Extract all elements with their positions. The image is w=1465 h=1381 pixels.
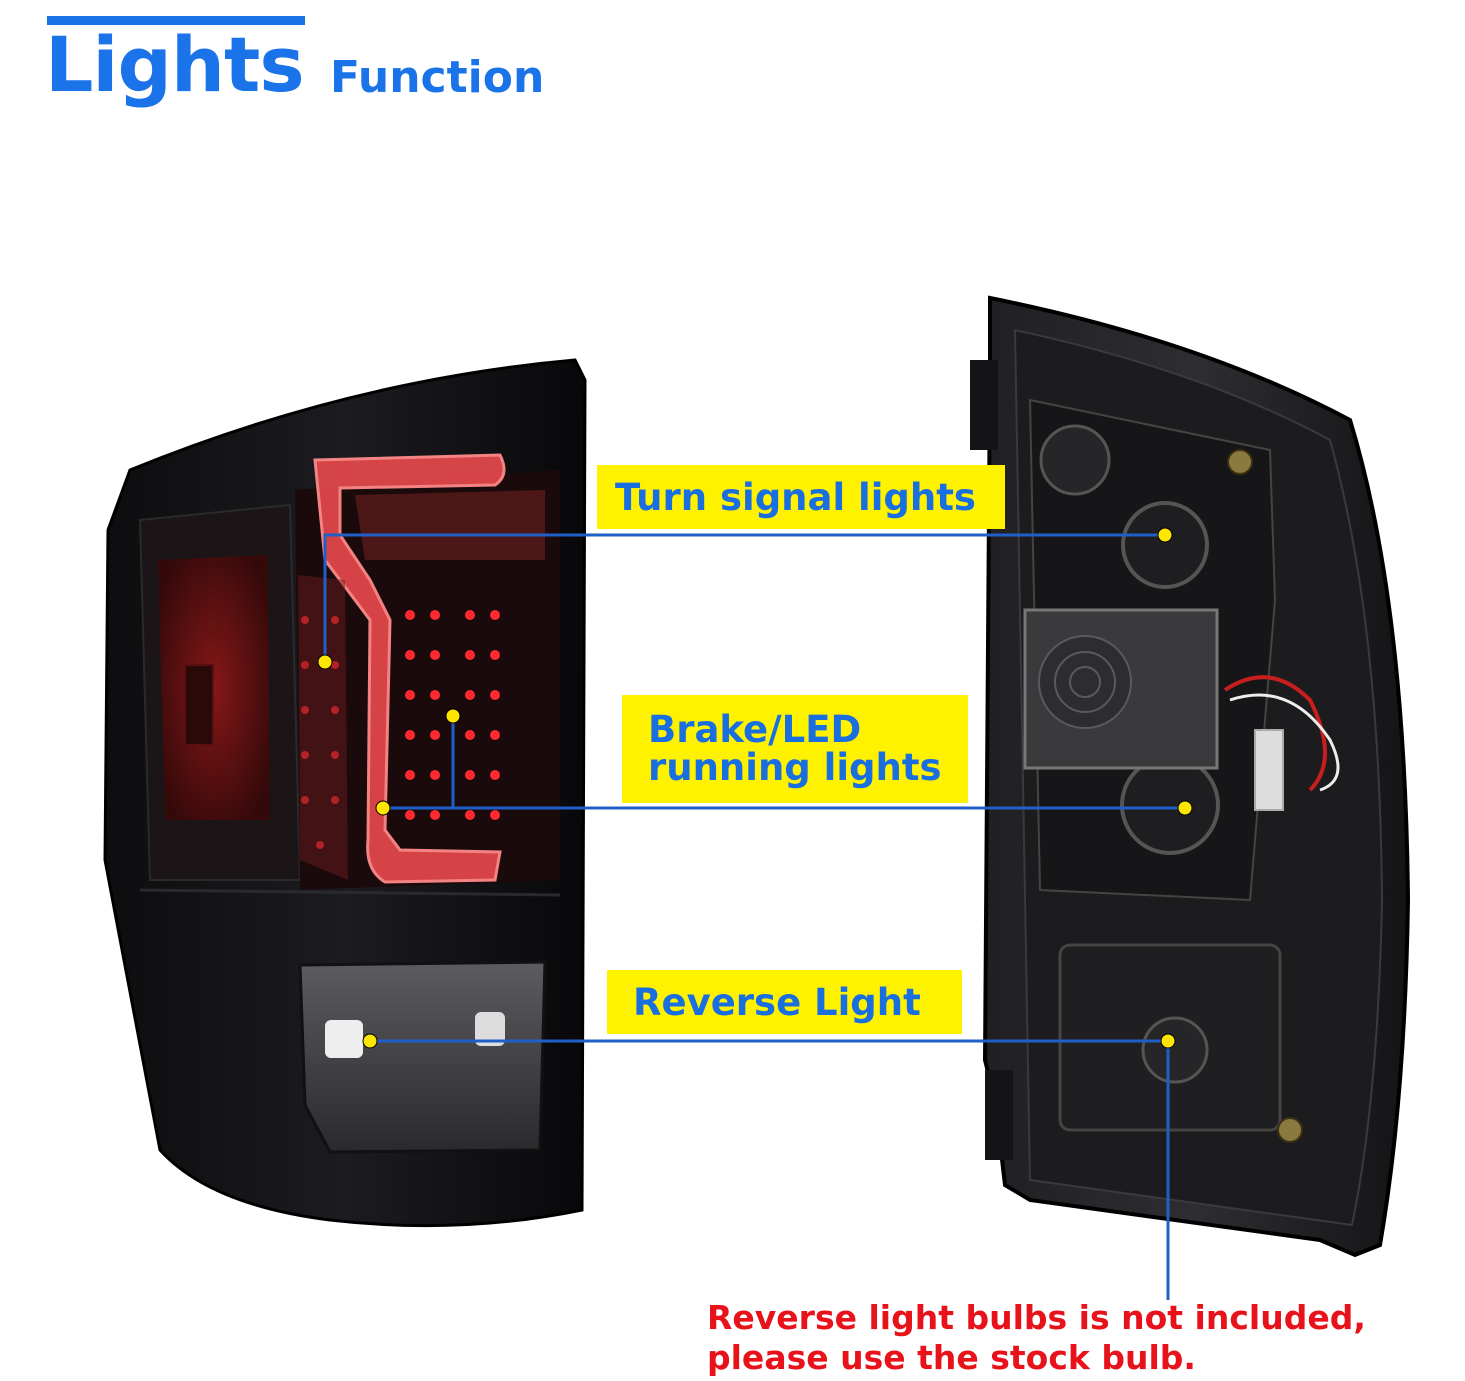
title-underline-bar <box>47 16 305 25</box>
brake-label-line1: Brake/LED <box>648 708 862 751</box>
bulb-note: Reverse light bulbs is not included, ple… <box>707 1298 1457 1378</box>
turn-signal-text: Turn signal lights <box>615 475 976 519</box>
bulb-note-line1: Reverse light bulbs is not included, <box>707 1298 1366 1337</box>
brake-label-line2: running lights <box>648 746 942 789</box>
page-subtitle: Function <box>330 52 545 103</box>
turn-signal-label: Turn signal lights <box>597 465 1005 529</box>
rear-housing-view <box>970 295 1411 1258</box>
brake-running-label: Brake/LED running lights <box>622 695 968 803</box>
page-title: Lights <box>45 20 305 109</box>
reverse-light-text: Reverse Light <box>633 980 921 1024</box>
reverse-light-label: Reverse Light <box>607 970 962 1034</box>
anchor-dots <box>317 527 1193 1049</box>
bulb-note-line2: please use the stock bulb. <box>707 1338 1196 1377</box>
leader-lines <box>323 533 1185 1300</box>
front-tail-light <box>103 358 587 1228</box>
